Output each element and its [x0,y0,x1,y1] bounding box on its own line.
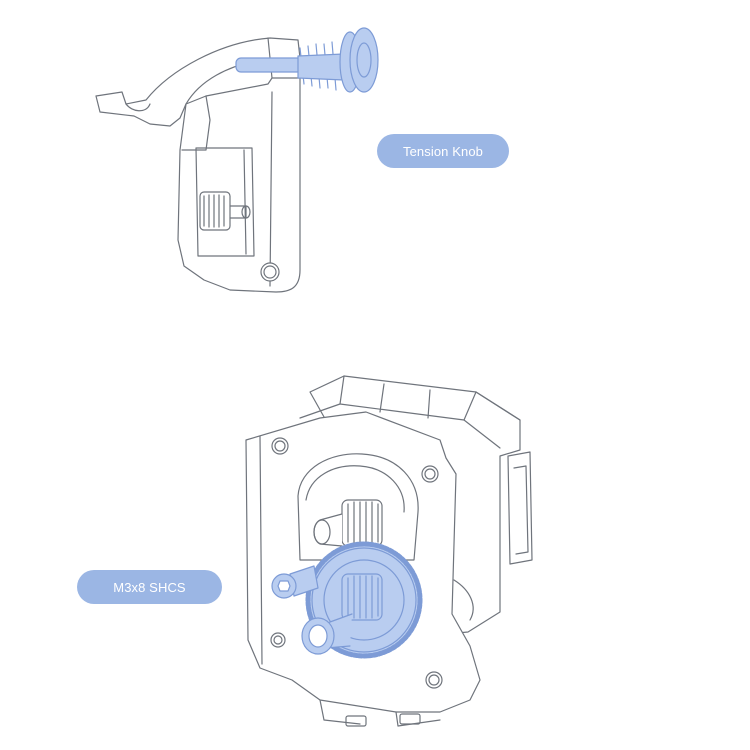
tension-knob [235,27,379,93]
m3x8-screw [271,565,319,599]
drive-gear [301,541,423,659]
tension-arm [95,37,301,293]
m3x8-shcs-label: M3x8 SHCS [77,570,222,604]
tension-knob-label: Tension Knob [377,134,509,168]
